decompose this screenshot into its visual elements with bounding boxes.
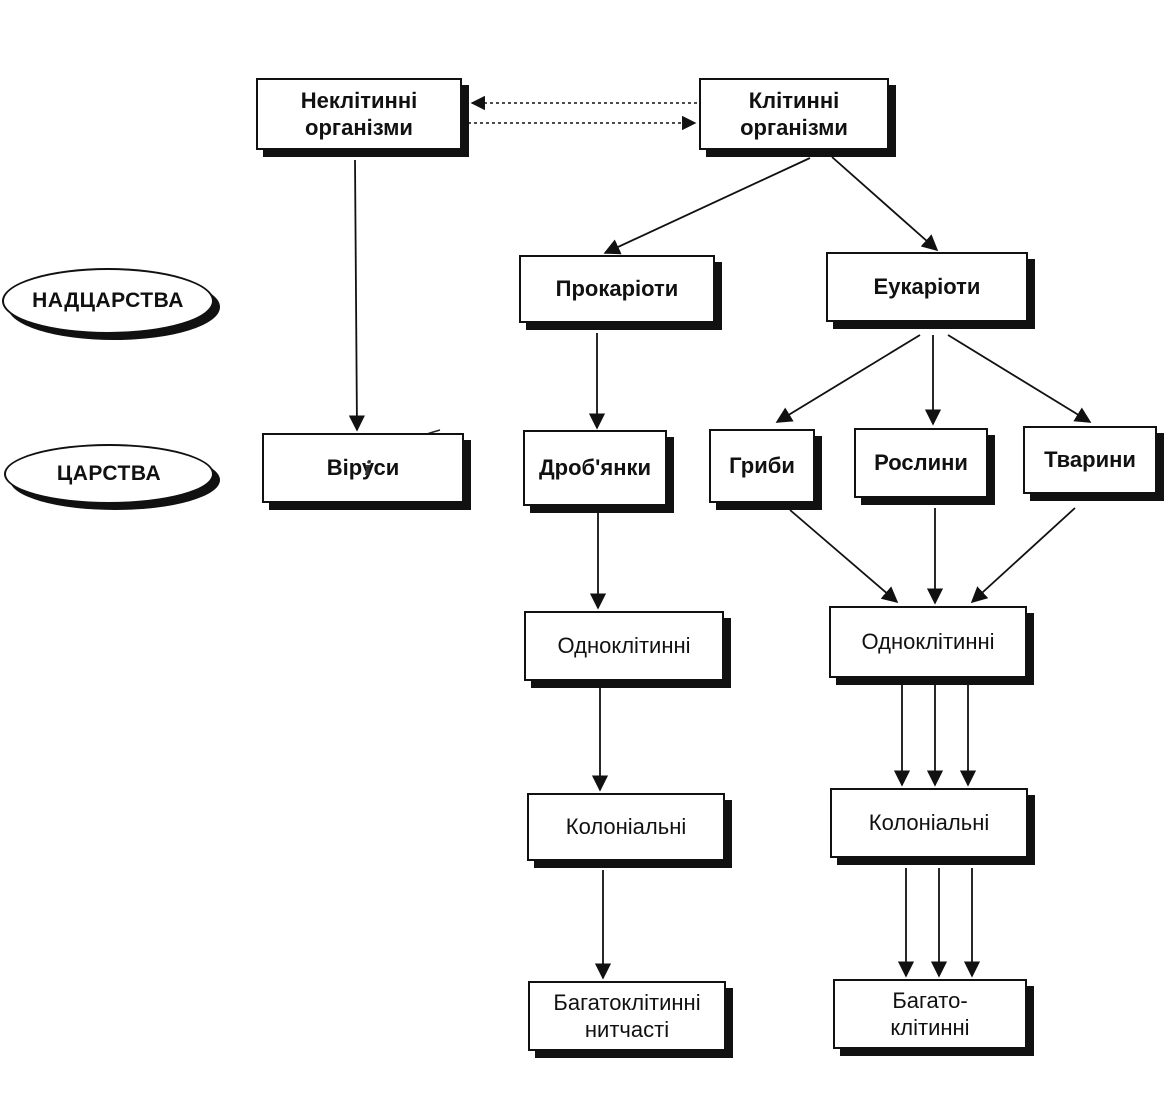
- superkingdoms-level-text: НАДЦАРСТВА: [32, 289, 184, 312]
- node-eu-colonial-label: Колоніальні: [868, 810, 990, 836]
- node-eu-multicellular-label: Багато- клітинні: [890, 987, 970, 1041]
- kingdoms-level-label: ЦАРСТВА: [4, 444, 214, 504]
- node-pro-multicellular: Багатоклітинні нитчасті: [528, 981, 726, 1051]
- node-pro-colonial: Колоніальні: [527, 793, 725, 861]
- edge-cellular-eukaryotes: [831, 156, 939, 252]
- node-eu-colonial: Колоніальні: [830, 788, 1028, 858]
- node-plants: Рослини: [854, 428, 988, 498]
- node-prokaryotes: Прокаріоти: [519, 255, 715, 323]
- node-noncellular: Неклітинні організми: [256, 78, 462, 150]
- node-prokaryotes-label: Прокаріоти: [555, 276, 679, 302]
- node-fungi-label: Гриби: [729, 453, 795, 479]
- node-eu-unicellular: Одноклітинні: [829, 606, 1027, 678]
- superkingdoms-level-label: НАДЦАРСТВА: [2, 268, 214, 334]
- node-viruses-label: Віруси: [326, 455, 400, 481]
- node-animals: Тварини: [1023, 426, 1157, 494]
- node-cellular-label: Клітинні організми: [740, 87, 848, 141]
- node-viruses: Віруси i: [262, 433, 464, 503]
- edge-eukaryotes-fungi: [775, 334, 921, 423]
- node-pro-unicellular-label: Одноклітинні: [557, 633, 691, 659]
- node-pro-unicellular: Одноклітинні: [524, 611, 724, 681]
- edge-eukaryotes-animals: [947, 334, 1092, 423]
- node-eukaryotes: Еукаріоти: [826, 252, 1028, 322]
- edge-cellular-prokaryotes: [603, 157, 811, 255]
- node-noncellular-label: Неклітинні організми: [300, 87, 418, 141]
- node-animals-label: Тварини: [1044, 447, 1136, 473]
- node-pro-colonial-label: Колоніальні: [565, 814, 687, 840]
- node-cellular: Клітинні організми: [699, 78, 889, 150]
- node-eu-unicellular-label: Одноклітинні: [861, 629, 995, 655]
- edge-noncellular-viruses: [348, 159, 365, 432]
- node-bacteria-label: Дроб'янки: [538, 455, 652, 481]
- node-plants-label: Рослини: [874, 450, 968, 476]
- viruses-handwritten-mark: i: [364, 455, 372, 480]
- edge-fungi-eu-unicellular: [789, 509, 899, 604]
- kingdoms-level-text: ЦАРСТВА: [56, 462, 162, 485]
- node-fungi: Гриби: [709, 429, 815, 503]
- edge-animals-eu-unicellular: [970, 507, 1076, 604]
- node-pro-multicellular-label: Багатоклітинні нитчасті: [553, 989, 701, 1043]
- node-eukaryotes-label: Еукаріоти: [873, 274, 981, 300]
- node-bacteria: Дроб'янки: [523, 430, 667, 506]
- node-eu-multicellular: Багато- клітинні: [833, 979, 1027, 1049]
